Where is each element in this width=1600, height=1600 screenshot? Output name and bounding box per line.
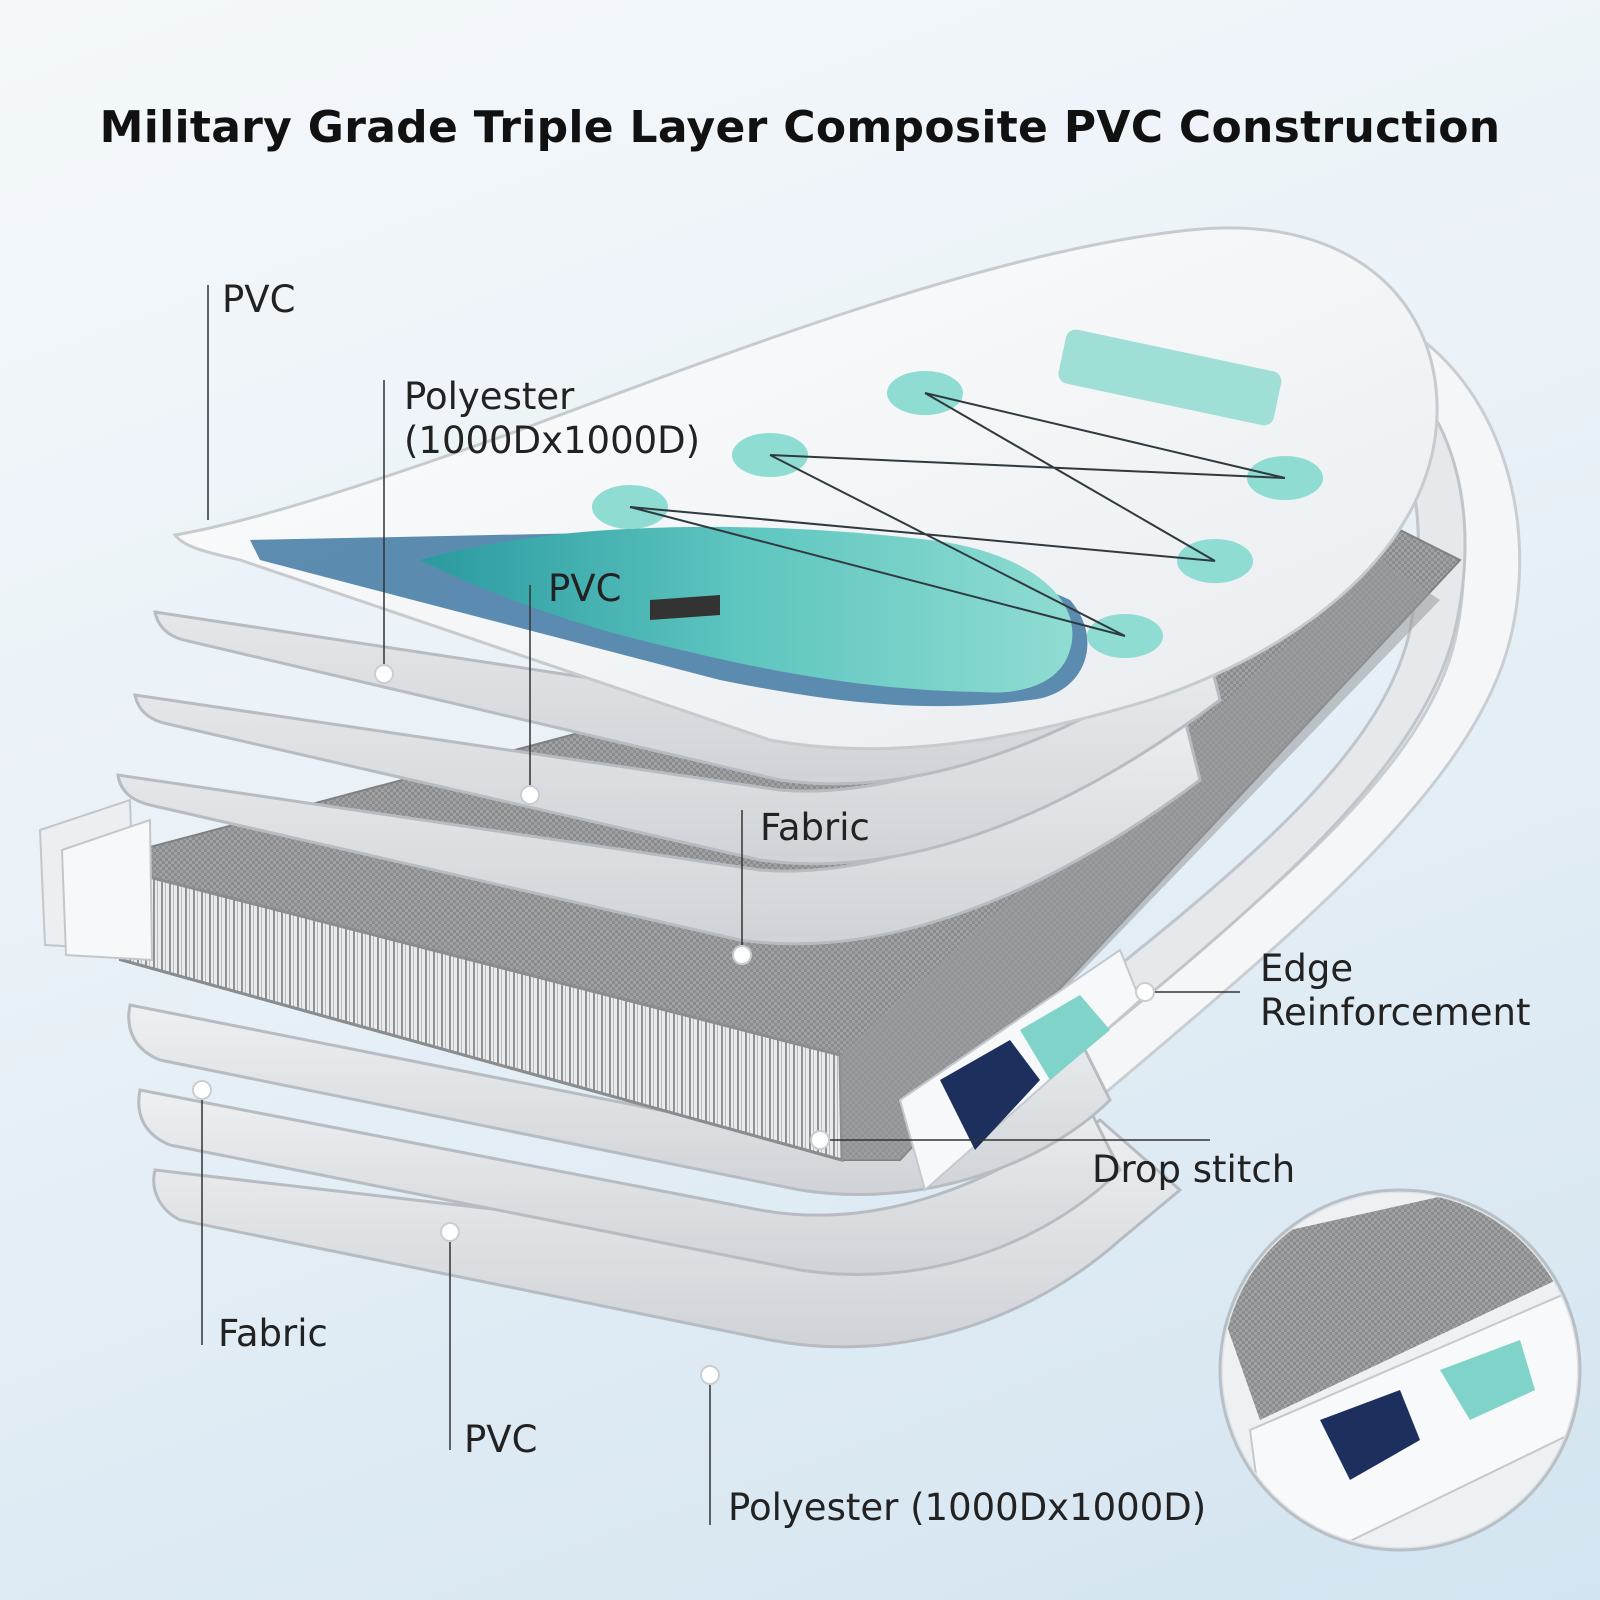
callout-dots	[192, 664, 1155, 1385]
label-top-pvc: PVC	[222, 278, 296, 321]
label-edge-line2: Reinforcement	[1260, 991, 1531, 1035]
bungee-d-rings	[592, 371, 1323, 658]
label-top-polyester: Polyester (1000Dx1000D)	[404, 375, 700, 464]
page-title: Military Grade Triple Layer Composite PV…	[99, 102, 1501, 153]
label-bottom-fabric: Fabric	[218, 1312, 328, 1355]
edge-detail-inset	[1218, 1188, 1582, 1552]
label-mid-pvc: PVC	[548, 567, 622, 610]
label-top-fabric: Fabric	[760, 806, 870, 849]
edge-chevron-band	[38, 798, 1142, 1192]
label-edge-reinforcement: Edge Reinforcement	[1260, 947, 1530, 1036]
label-top-polyester-line1: Polyester	[404, 375, 575, 418]
label-edge-line1: Edge	[1260, 947, 1354, 990]
callout-lines	[201, 285, 1240, 1525]
label-top-polyester-line2: (1000Dx1000D)	[404, 419, 701, 463]
label-bottom-polyester: Polyester (1000Dx1000D)	[728, 1486, 1207, 1529]
label-bottom-pvc: PVC	[464, 1418, 538, 1461]
label-drop-stitch: Drop stitch	[1092, 1148, 1296, 1191]
